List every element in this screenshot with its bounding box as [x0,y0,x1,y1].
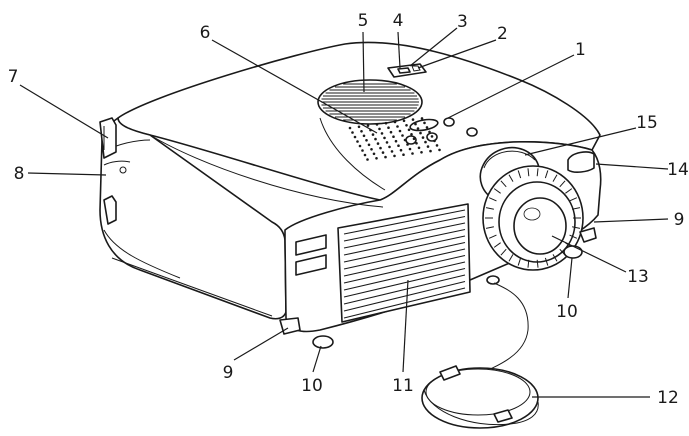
intake-fan [317,79,423,125]
callouts: 1 2 3 4 5 6 7 8 9 9 10 10 11 12 13 14 15 [8,11,689,408]
feet [279,227,597,349]
remote-sensor [567,151,595,173]
leader-1 [447,54,575,119]
leader-10b [567,257,573,299]
callout-14: 14 [667,160,689,180]
callout-10a: 10 [301,376,323,396]
callout-4: 4 [393,11,404,31]
front-ports [295,234,327,276]
callout-15: 15 [636,113,658,133]
leader-13 [551,235,627,273]
leader-4 [397,31,401,69]
leader-14 [595,163,669,170]
leader-5 [362,31,365,93]
callout-7: 7 [8,67,19,87]
lens-assembly [479,146,584,271]
leader-15 [524,127,637,156]
leader-10a [312,345,322,373]
callout-12: 12 [657,388,679,408]
callout-6: 6 [200,23,211,43]
callout-10b: 10 [556,302,578,322]
callout-8: 8 [14,164,25,184]
speaker-grille [348,117,441,161]
leader-11 [402,279,409,373]
callout-2: 2 [497,24,508,44]
callout-9a: 9 [223,363,234,383]
leader-8 [27,172,107,176]
callout-1: 1 [575,40,586,60]
callout-13: 13 [627,267,649,287]
callout-5: 5 [358,11,369,31]
leader-9a [233,327,289,361]
leader-2 [417,39,497,69]
callout-9b: 9 [674,210,685,230]
callout-3: 3 [457,12,468,32]
leader-6 [211,39,378,134]
callout-11: 11 [392,376,414,396]
indicator-area [387,63,427,78]
leader-9b [593,218,669,223]
leader-3 [409,27,458,67]
exhaust-vent [337,203,471,323]
leader-7 [19,84,109,139]
lens-cap [421,282,539,429]
